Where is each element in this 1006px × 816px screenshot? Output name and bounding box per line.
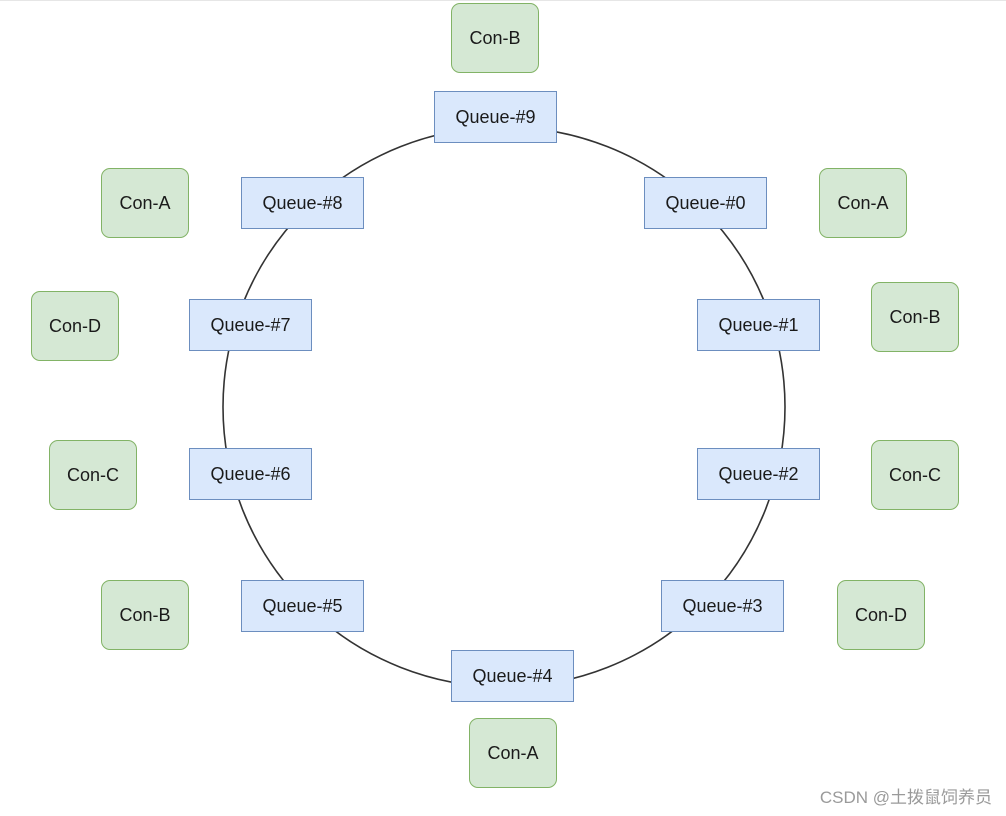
queue-1: Queue-#1 bbox=[697, 299, 820, 351]
queue-0: Queue-#0 bbox=[644, 177, 767, 229]
consumer-queue-2: Con-C bbox=[871, 440, 959, 510]
queue-7: Queue-#7 bbox=[189, 299, 312, 351]
queue-9: Queue-#9 bbox=[434, 91, 557, 143]
queue-6: Queue-#6 bbox=[189, 448, 312, 500]
queue-2: Queue-#2 bbox=[697, 448, 820, 500]
top-divider bbox=[0, 0, 1006, 1]
queue-4: Queue-#4 bbox=[451, 650, 574, 702]
queue-5: Queue-#5 bbox=[241, 580, 364, 632]
consumer-queue-1: Con-B bbox=[871, 282, 959, 352]
consumer-queue-0: Con-A bbox=[819, 168, 907, 238]
consumer-queue-6: Con-C bbox=[49, 440, 137, 510]
queue-8: Queue-#8 bbox=[241, 177, 364, 229]
watermark-text: CSDN @土拨鼠饲养员 bbox=[819, 788, 992, 807]
consumer-queue-7: Con-D bbox=[31, 291, 119, 361]
queue-3: Queue-#3 bbox=[661, 580, 784, 632]
consumer-queue-8: Con-A bbox=[101, 168, 189, 238]
consumer-queue-5: Con-B bbox=[101, 580, 189, 650]
consumer-queue-4: Con-A bbox=[469, 718, 557, 788]
consumer-queue-9: Con-B bbox=[451, 3, 539, 73]
consumer-queue-3: Con-D bbox=[837, 580, 925, 650]
